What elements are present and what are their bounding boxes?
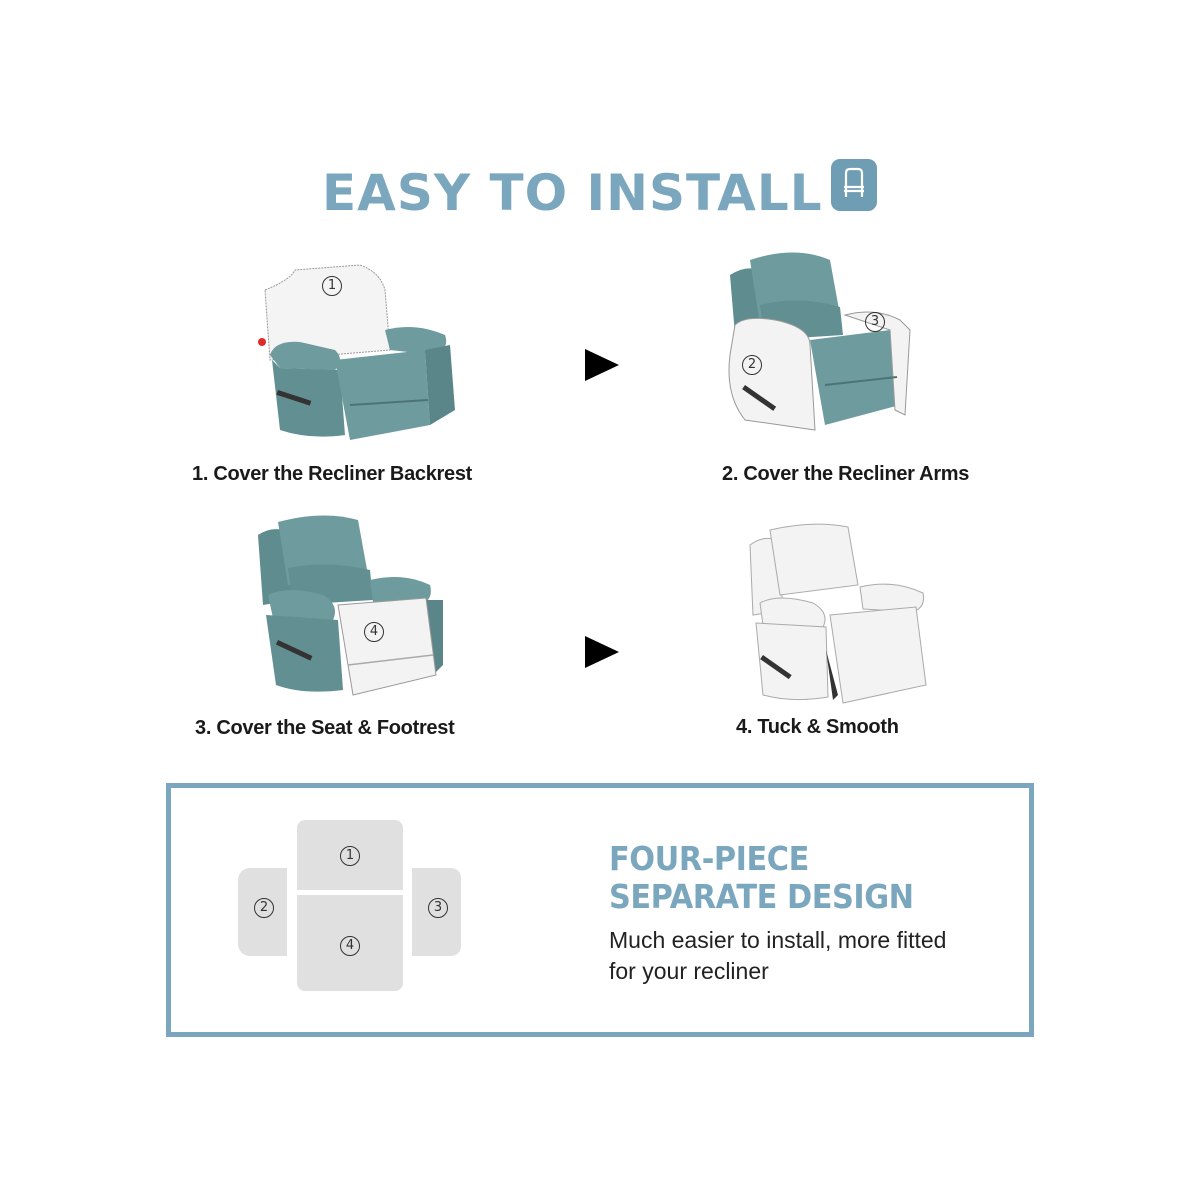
piece-marker-2: 2 — [254, 898, 274, 918]
arrow-right-icon — [585, 636, 619, 668]
piece-marker-4: 4 — [364, 622, 384, 642]
arrow-right-icon — [585, 349, 619, 381]
piece-marker-2: 2 — [742, 355, 762, 375]
chair-icon — [831, 159, 877, 211]
recliner-image-step-2 — [715, 245, 925, 445]
recliner-image-step-3 — [248, 510, 458, 710]
piece-marker-1: 1 — [340, 846, 360, 866]
step-3-label: 3. Cover the Seat & Footrest — [195, 717, 455, 739]
step-1-label: 1. Cover the Recliner Backrest — [192, 463, 473, 485]
step-4-label: 4. Tuck & Smooth — [736, 716, 899, 738]
piece-marker-3: 3 — [428, 898, 448, 918]
piece-marker-3: 3 — [865, 312, 885, 332]
step-2-label: 2. Cover the Recliner Arms — [722, 463, 970, 485]
page-title: EASY TO INSTALL — [322, 164, 823, 222]
feature-description: Much easier to install, more fitted for … — [609, 927, 947, 984]
feature-title-line-1: FOUR-PIECE — [609, 839, 809, 878]
recliner-image-step-4 — [738, 515, 948, 715]
feature-title: FOUR-PIECE SEPARATE DESIGN — [609, 840, 914, 916]
piece-marker-1: 1 — [322, 276, 342, 296]
four-piece-design-panel: 1 2 3 4 FOUR-PIECE SEPARATE DESIGN Much … — [166, 783, 1034, 1037]
recliner-image-step-1 — [250, 250, 460, 450]
feature-title-line-2: SEPARATE DESIGN — [609, 877, 914, 916]
piece-marker-4: 4 — [340, 936, 360, 956]
